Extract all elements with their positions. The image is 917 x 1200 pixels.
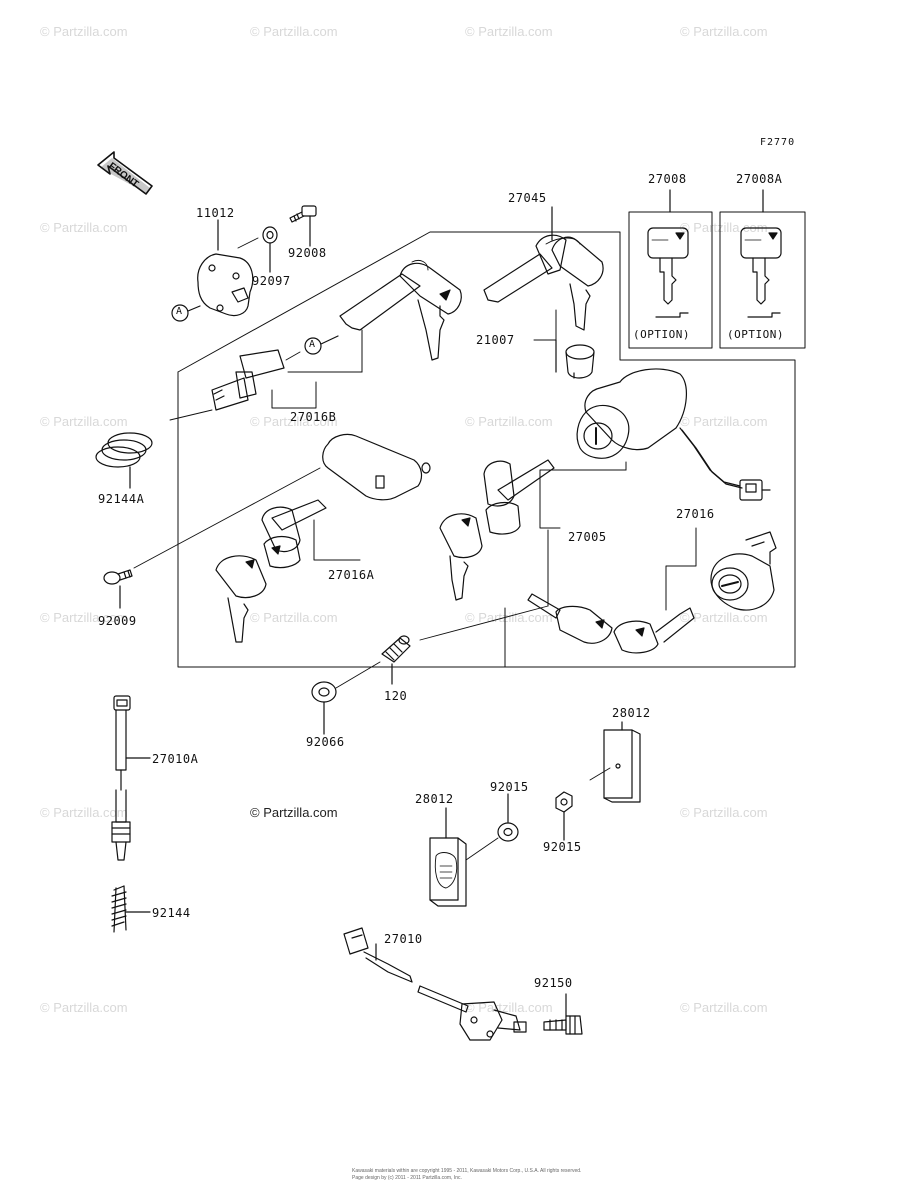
nut-92015-icon (555, 791, 573, 841)
watermark: © Partzilla.com (680, 610, 768, 625)
screw-92008-icon (289, 205, 317, 247)
watermark: © Partzilla.com (40, 414, 128, 429)
assembly-outline (177, 231, 796, 668)
footer-copyright: Kawasaki materials within are copyright … (352, 1168, 582, 1174)
option-label-27008: (OPTION) (633, 328, 690, 341)
part-label-27016a[interactable]: 27016A (328, 568, 375, 582)
key-27008a-icon (740, 227, 782, 305)
ignition-switch-27005-icon (576, 368, 771, 501)
part-label-92008[interactable]: 92008 (288, 246, 327, 260)
part-label-11012[interactable]: 11012 (196, 206, 235, 220)
front-arrow-icon (97, 151, 153, 195)
key-holder-27016a-icon (322, 433, 431, 501)
part-label-28012-left[interactable]: 28012 (415, 792, 454, 806)
watermark: © Partzilla.com (40, 610, 128, 625)
callout-a-marks (171, 304, 339, 355)
watermark: © Partzilla.com (40, 805, 128, 820)
part-label-120[interactable]: 120 (384, 689, 408, 703)
keys-27005-icon (439, 459, 555, 601)
part-label-27008a[interactable]: 27008A (736, 172, 783, 186)
cap-92066-icon (311, 661, 381, 735)
part-label-27045[interactable]: 27045 (508, 191, 547, 205)
switch-27010a-icon (111, 695, 151, 861)
watermark: © Partzilla.com (250, 414, 338, 429)
bracket-11012-icon (197, 219, 254, 317)
watermark: © Partzilla.com (465, 1000, 553, 1015)
watermark: © Partzilla.com (680, 24, 768, 39)
seat-lock-27016-icon (710, 531, 777, 611)
part-label-92009[interactable]: 92009 (98, 614, 137, 628)
key-blade-symbol-icon (655, 312, 781, 318)
spring-92144a-icon (95, 432, 153, 489)
part-label-92144[interactable]: 92144 (152, 906, 191, 920)
part-label-92144a[interactable]: 92144A (98, 492, 145, 506)
watermark: © Partzilla.com (40, 1000, 128, 1015)
part-label-92066[interactable]: 92066 (306, 735, 345, 749)
keys-27016-icon (527, 593, 695, 654)
watermark: © Partzilla.com (465, 24, 553, 39)
footer-design: Page design by (c) 2011 - 2011 Partzilla… (352, 1175, 462, 1181)
part-label-28012-right[interactable]: 28012 (612, 706, 651, 720)
watermark: © Partzilla.com (465, 414, 553, 429)
watermark: © Partzilla.com (465, 610, 553, 625)
part-label-27016b[interactable]: 27016B (290, 410, 337, 424)
keys-27045-icon (483, 206, 604, 331)
label-plate-28012-left-icon (429, 807, 467, 907)
part-label-92097[interactable]: 92097 (252, 274, 291, 288)
watermark: © Partzilla.com (680, 414, 768, 429)
watermark: © Partzilla.com (40, 24, 128, 39)
switch-27010-icon (343, 927, 527, 1041)
keys-27016a-icon (215, 499, 327, 643)
watermark: © Partzilla.com (250, 24, 338, 39)
lock-cylinder-27016b-icon (169, 349, 301, 421)
partzilla-watermark-main: © Partzilla.com (250, 805, 338, 820)
part-label-27008[interactable]: 27008 (648, 172, 687, 186)
part-label-27010[interactable]: 27010 (384, 932, 423, 946)
callout-a-2: A (309, 339, 316, 350)
watermark: © Partzilla.com (680, 1000, 768, 1015)
watermark: © Partzilla.com (40, 220, 128, 235)
part-label-92015-right[interactable]: 92015 (543, 840, 582, 854)
key-27008-icon (647, 227, 689, 305)
option-label-27008a: (OPTION) (727, 328, 784, 341)
screw-92009-icon (103, 467, 321, 609)
washer-92097-icon (237, 226, 278, 273)
part-label-92015-left[interactable]: 92015 (490, 780, 529, 794)
label-plate-28012-icon (589, 721, 641, 803)
part-label-27005[interactable]: 27005 (568, 530, 607, 544)
nut-92015-left-icon (465, 793, 519, 861)
cap-21007-icon (565, 344, 595, 379)
keys-27016b-icon (339, 259, 462, 361)
part-label-21007[interactable]: 21007 (476, 333, 515, 347)
grommet-120-icon (381, 635, 411, 685)
part-label-27016[interactable]: 27016 (676, 507, 715, 521)
figure-code: F2770 (760, 137, 796, 148)
watermark: © Partzilla.com (680, 805, 768, 820)
bolt-92150-icon (543, 993, 583, 1035)
part-label-92150[interactable]: 92150 (534, 976, 573, 990)
part-label-27010a[interactable]: 27010A (152, 752, 199, 766)
watermark: © Partzilla.com (680, 220, 768, 235)
callout-a-1: A (176, 306, 183, 317)
watermark: © Partzilla.com (250, 610, 338, 625)
spring-92144-icon (111, 885, 151, 933)
